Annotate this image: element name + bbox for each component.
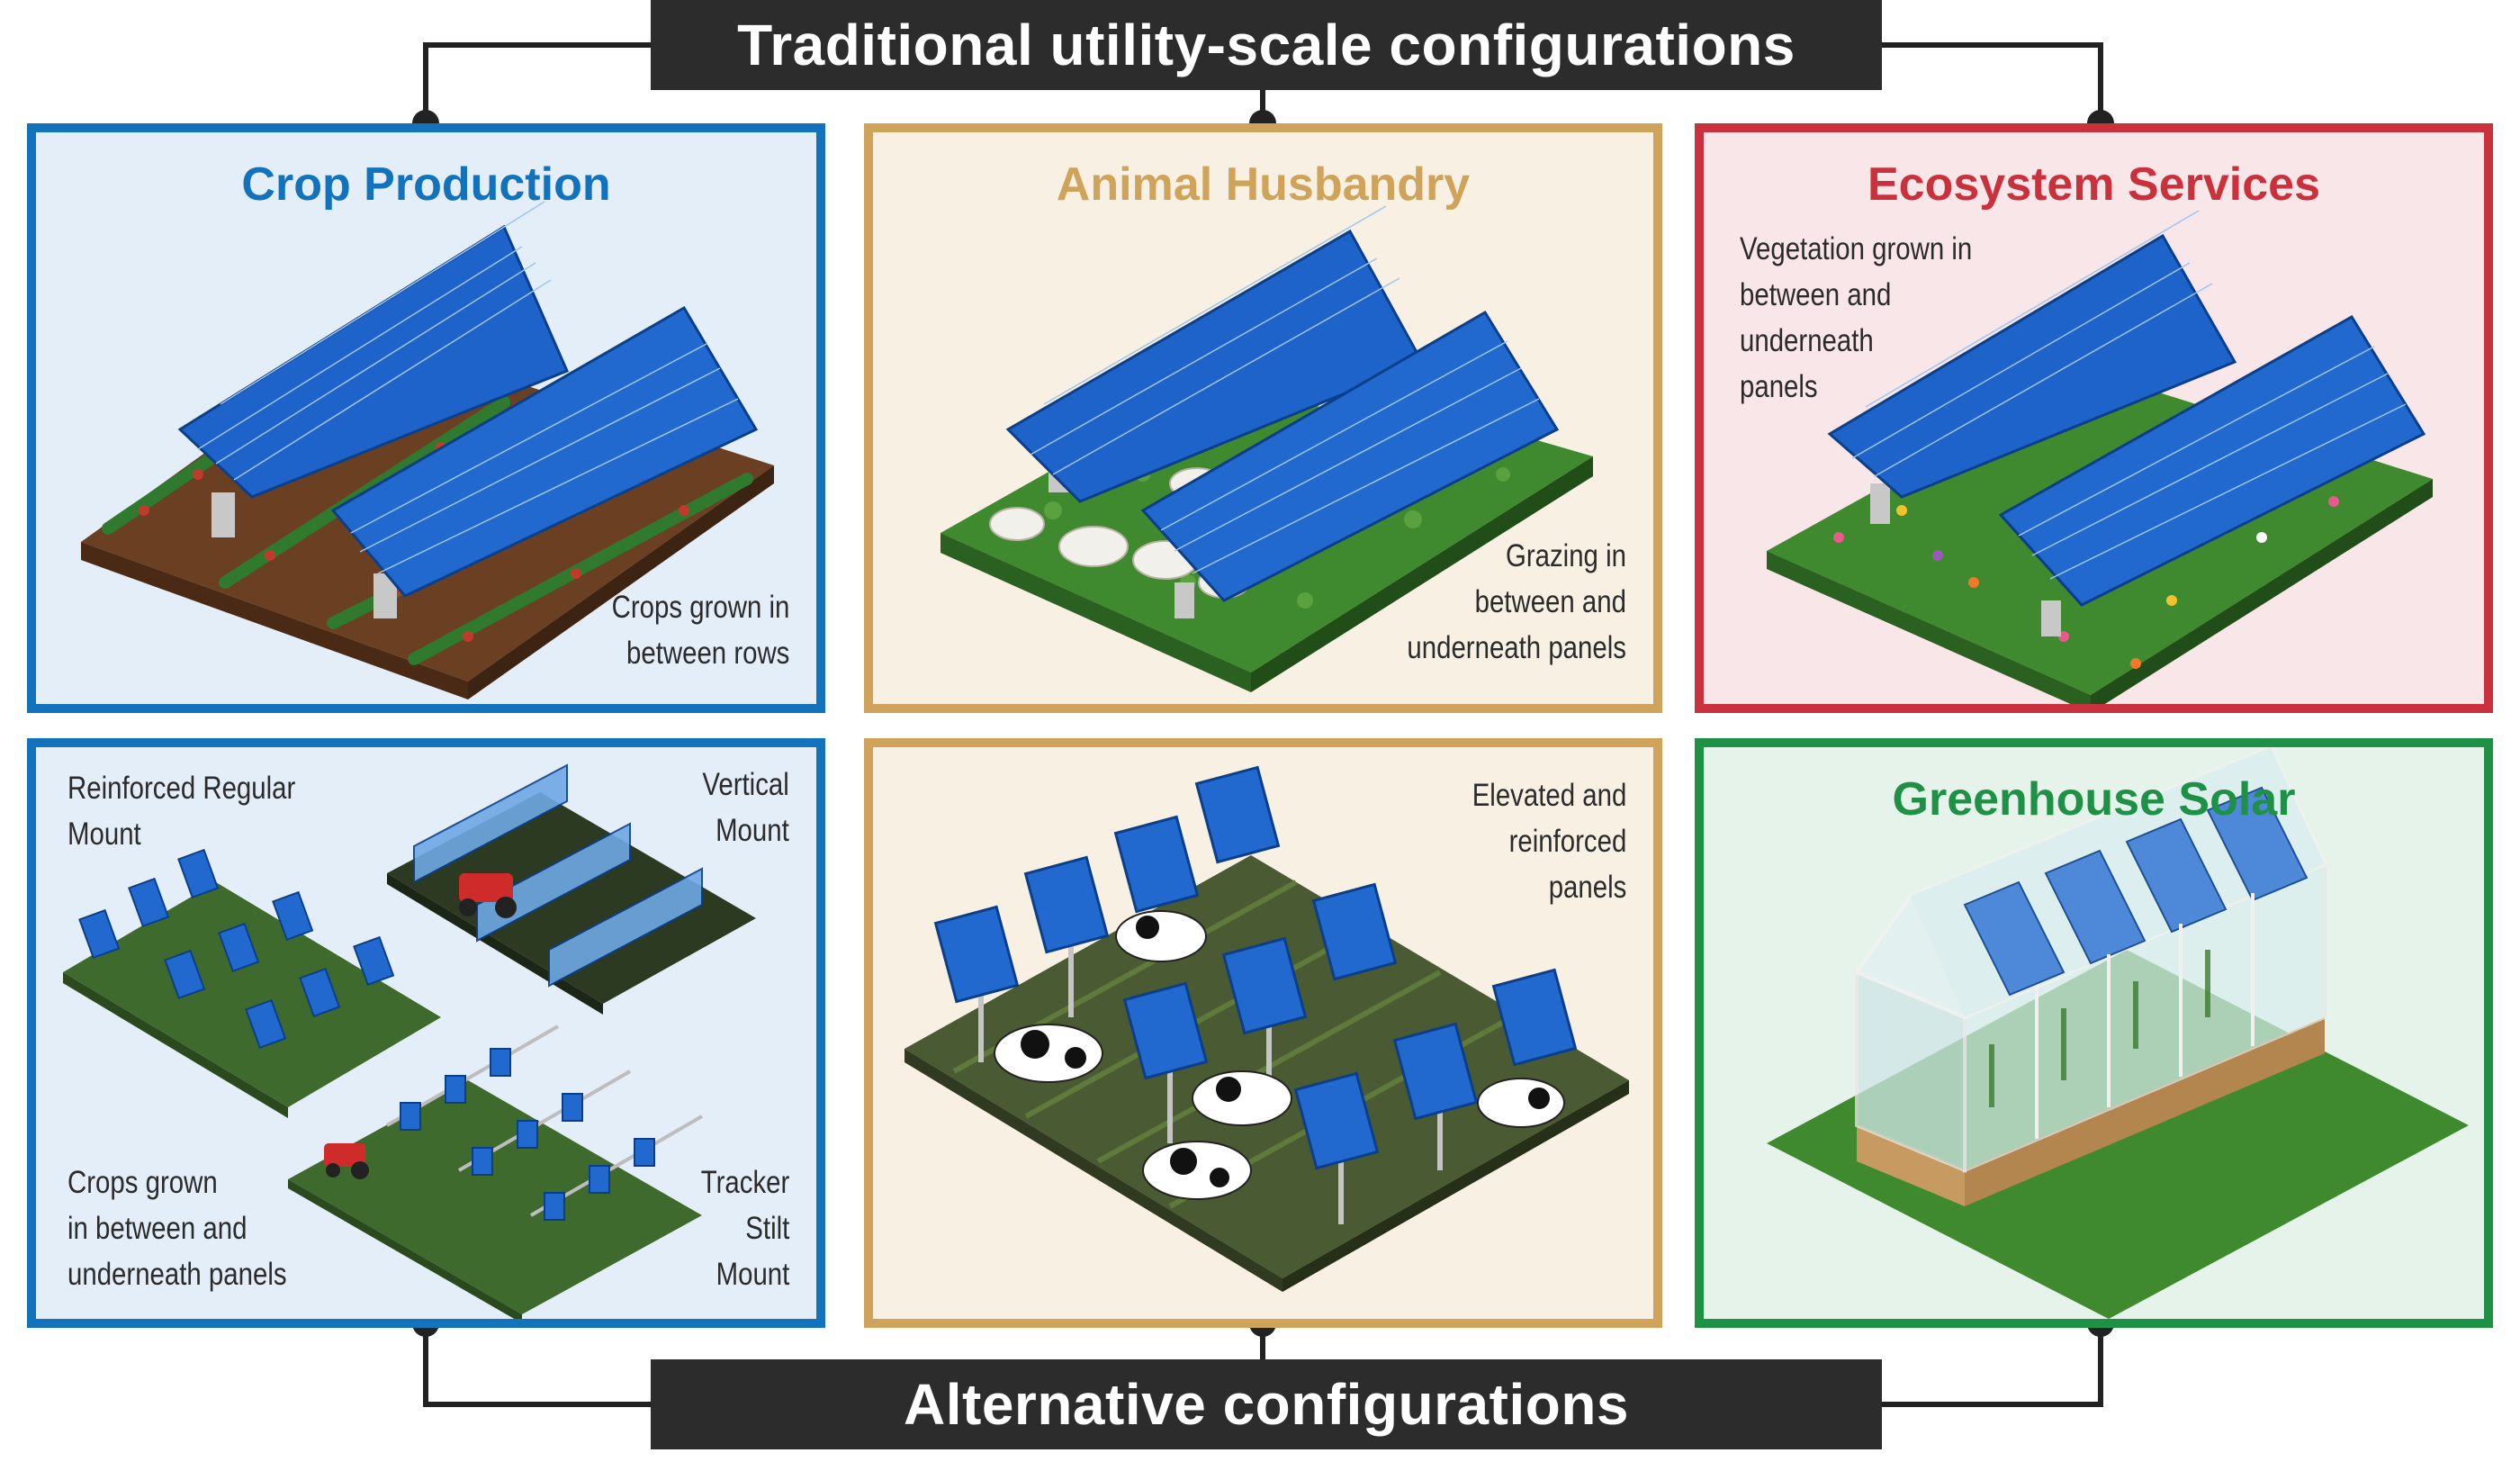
caption-line: underneath panels xyxy=(68,1257,287,1292)
panel-ecosystem-services: Ecosystem Services Vegetation grown in b… xyxy=(1695,123,2493,713)
tracker-mount-label: Tracker Stilt Mount xyxy=(700,1160,789,1297)
bottom-right-connector xyxy=(1882,1323,2103,1407)
caption-line: Crops grown xyxy=(68,1165,218,1200)
label-line: Reinforced Regular xyxy=(68,771,296,806)
vegetation-illustration xyxy=(1767,210,2433,704)
top-left-connector xyxy=(423,42,651,123)
caption-line: underneath xyxy=(1740,323,1874,358)
elevated-caption: Elevated and reinforced panels xyxy=(1472,772,1626,910)
label-line: Mount xyxy=(716,813,789,848)
elevated-cattle-illustration xyxy=(904,765,1629,1292)
crop-caption: Crops grown in between rows xyxy=(611,584,789,676)
caption-line: Grazing in xyxy=(1505,538,1626,573)
panel-animal-husbandry: Animal Husbandry Grazing in between and … xyxy=(864,123,1662,713)
reinforced-mount-label: Reinforced Regular Mount xyxy=(68,765,295,857)
bottom-left-connector xyxy=(423,1323,651,1407)
alternative-mounts-illustration xyxy=(63,763,756,1319)
caption-line: Crops grown in xyxy=(611,590,789,625)
label-line: Stilt xyxy=(744,1211,789,1246)
panel-greenhouse-solar: Greenhouse Solar xyxy=(1695,738,2493,1328)
panel-title: Crop Production xyxy=(241,158,611,211)
caption-line: between and xyxy=(1740,277,1892,312)
caption-line: reinforced xyxy=(1508,824,1626,859)
caption-line: between and xyxy=(1474,584,1626,619)
panel-title: Ecosystem Services xyxy=(1867,158,2320,211)
ecosystem-caption: Vegetation grown in between and undernea… xyxy=(1740,226,1972,410)
caption-line: underneath panels xyxy=(1407,630,1626,665)
top-right-connector xyxy=(1882,42,2103,123)
panel-title: Animal Husbandry xyxy=(1056,158,1471,211)
label-line: Mount xyxy=(716,1257,789,1292)
caption-line: Vegetation grown in xyxy=(1740,231,1973,266)
label-line: Vertical xyxy=(702,767,789,802)
label-line: Tracker xyxy=(700,1165,789,1200)
bottom-banner: Alternative configurations xyxy=(651,1359,1882,1449)
panel-elevated-panels: Elevated and reinforced panels xyxy=(864,738,1662,1328)
caption-line: between rows xyxy=(626,636,789,671)
animal-caption: Grazing in between and underneath panels xyxy=(1407,533,1626,671)
grazing-illustration xyxy=(940,205,1593,692)
label-line: Mount xyxy=(68,817,141,852)
panel-alternative-crop-mounts: Reinforced Regular Mount Vertical Mount … xyxy=(27,738,825,1328)
caption-line: panels xyxy=(1740,369,1818,404)
caption-line: panels xyxy=(1548,870,1626,905)
panel-title: Greenhouse Solar xyxy=(1892,773,2296,826)
crop-rows-illustration xyxy=(81,201,774,699)
caption-line: Elevated and xyxy=(1472,778,1626,813)
top-banner: Traditional utility-scale configurations xyxy=(651,0,1882,90)
panel-crop-production: Crop Production Crops grown in between r… xyxy=(27,123,825,713)
caption-line: in between and xyxy=(68,1211,248,1246)
greenhouse-illustration xyxy=(1767,747,2469,1319)
vertical-mount-label: Vertical Mount xyxy=(703,762,789,853)
alt-crops-caption: Crops grown in between and underneath pa… xyxy=(68,1160,287,1297)
